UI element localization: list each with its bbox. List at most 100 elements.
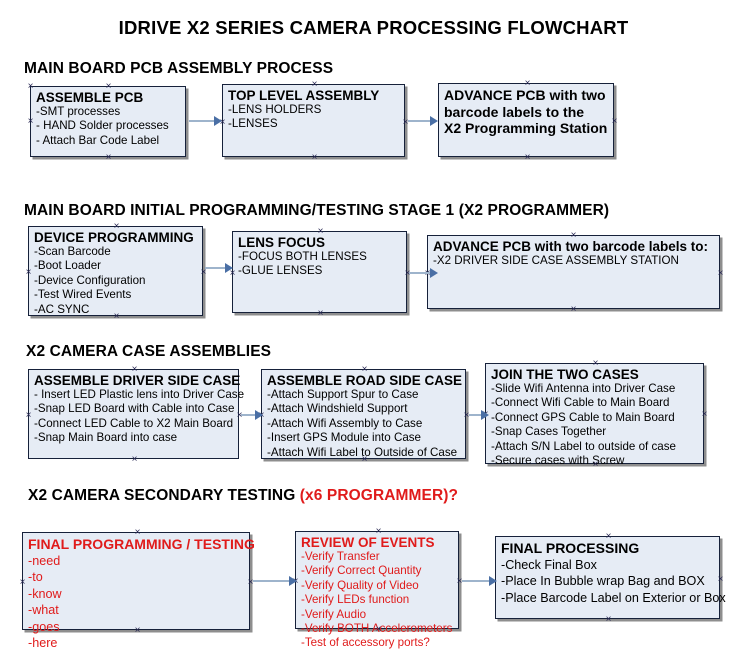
resize-handle-s[interactable] — [133, 626, 142, 635]
node-review-of-events[interactable]: REVIEW OF EVENTS -Verify Transfer -Verif… — [295, 531, 459, 649]
resize-handle-n[interactable] — [130, 365, 139, 374]
resize-handle-e[interactable] — [401, 118, 410, 127]
node-top-level-assembly[interactable]: TOP LEVEL ASSEMBLY -LENS HOLDERS -LENSES — [222, 84, 405, 157]
node-assemble-pcb[interactable]: ASSEMBLE PCB -SMT processes - HAND Solde… — [30, 86, 186, 157]
node-line: -Place In Bubble wrap Bag and BOX — [501, 574, 705, 588]
resize-handle-n[interactable] — [604, 532, 613, 541]
node-device-programming[interactable]: DEVICE PROGRAMMING -Scan Barcode -Boot L… — [28, 226, 203, 316]
section-heading-4-accent: (x6 PROGRAMMER)? — [299, 487, 459, 504]
resize-handle-n[interactable] — [523, 79, 532, 88]
node-line: -what — [28, 603, 59, 617]
node-assemble-driver-side-case[interactable]: ASSEMBLE DRIVER SIDE CASE - Insert LED P… — [28, 369, 245, 459]
section-heading-3: X2 CAMERA CASE ASSEMBLIES — [26, 343, 271, 361]
resize-handle-n[interactable] — [133, 528, 142, 537]
node-line: -Attach Wifi Label to Outside of Case — [267, 445, 458, 459]
resize-handle-s[interactable] — [374, 625, 383, 634]
resize-handle-e[interactable] — [716, 269, 725, 278]
resize-handle-s[interactable] — [310, 153, 319, 162]
resize-handle-w[interactable] — [218, 118, 227, 127]
resize-handle-n[interactable] — [591, 359, 600, 368]
resize-handle-s[interactable] — [523, 153, 532, 162]
resize-handle-e[interactable] — [403, 269, 412, 278]
node-line: -Check Final Box — [501, 557, 597, 572]
resize-handle-s[interactable] — [569, 305, 578, 314]
resize-handle-w[interactable] — [423, 269, 432, 278]
resize-handle-e[interactable] — [199, 268, 208, 277]
resize-handle-nw[interactable] — [26, 82, 35, 91]
resize-handle-e[interactable] — [235, 411, 244, 420]
node-line: - Attach Bar Code Label — [36, 133, 160, 147]
node-line: -Snap Cases Together — [491, 425, 607, 439]
node-line: -Test Wired Events — [34, 288, 132, 302]
resize-handle-n[interactable] — [112, 222, 121, 231]
node-line: -Verify LEDs function — [301, 593, 410, 607]
resize-handle-w[interactable] — [18, 578, 27, 587]
resize-handle-s[interactable] — [316, 309, 325, 318]
node-title: DEVICE PROGRAMMING — [34, 230, 194, 245]
resize-handle-w[interactable] — [257, 411, 266, 420]
node-assemble-road-side-case[interactable]: ASSEMBLE ROAD SIDE CASE -Attach Support … — [261, 369, 466, 459]
resize-handle-e[interactable] — [246, 578, 255, 587]
resize-handle-w[interactable] — [481, 410, 490, 419]
resize-handle-s[interactable] — [112, 312, 121, 321]
resize-handle-s[interactable] — [360, 455, 369, 464]
node-line: -need — [28, 553, 61, 568]
resize-handle-w[interactable] — [24, 411, 33, 420]
node-line: -GLUE LENSES — [238, 264, 323, 278]
resize-handle-n[interactable] — [360, 365, 369, 374]
resize-handle-n[interactable] — [569, 231, 578, 240]
node-subtitle: barcode labels to the — [444, 103, 585, 120]
node-title: JOIN THE TWO CASES — [491, 367, 639, 382]
node-line: -here — [28, 636, 58, 650]
node-title: FINAL PROCESSING — [501, 540, 640, 556]
node-line: -Attach Support Spur to Case — [267, 388, 419, 401]
node-title: ADVANCE PCB with two barcode labels to: — [433, 239, 709, 254]
resize-handle-e[interactable] — [462, 411, 471, 420]
node-final-programming-testing[interactable]: FINAL PROGRAMMING / TESTING -need -to -k… — [22, 532, 255, 650]
resize-handle-s[interactable] — [591, 460, 600, 469]
node-join-the-two-cases[interactable]: JOIN THE TWO CASES -Slide Wifi Antenna i… — [485, 363, 704, 467]
resize-handle-w[interactable] — [291, 577, 300, 586]
node-advance-pcb-case-assembly-station[interactable]: ADVANCE PCB with two barcode labels to: … — [427, 235, 720, 309]
resize-handle-e[interactable] — [716, 575, 725, 584]
node-line: -Slide Wifi Antenna into Driver Case — [491, 382, 676, 395]
node-line: -to — [28, 570, 43, 584]
resize-handle-n[interactable] — [104, 82, 113, 91]
node-lens-focus[interactable]: LENS FOCUS -FOCUS BOTH LENSES -GLUE LENS… — [232, 231, 407, 313]
node-title: LENS FOCUS — [238, 235, 326, 250]
node-title: REVIEW OF EVENTS — [301, 535, 435, 550]
resize-handle-w[interactable] — [228, 269, 237, 278]
resize-handle-e[interactable] — [455, 577, 464, 586]
node-line: -Connect Wifi Cable to Main Board — [491, 396, 670, 410]
node-final-processing[interactable]: FINAL PROCESSING -Check Final Box -Place… — [495, 536, 726, 619]
node-line-overflow: -Test of accessory ports? — [301, 636, 430, 650]
section-heading-2: MAIN BOARD INITIAL PROGRAMMING/TESTING S… — [24, 202, 609, 220]
resize-handle-e[interactable] — [700, 410, 709, 419]
node-line: -Verify Audio — [301, 607, 367, 621]
node-line: - Insert LED Plastic lens into Driver Ca… — [34, 388, 245, 401]
node-line: -Verify Correct Quantity — [301, 564, 422, 578]
resize-handle-s[interactable] — [130, 455, 139, 464]
resize-handle-n[interactable] — [374, 527, 383, 536]
resize-handle-s[interactable] — [104, 153, 113, 162]
node-line: -Insert GPS Module into Case — [267, 431, 422, 445]
resize-handle-n[interactable] — [316, 227, 325, 236]
node-advance-pcb-programming-station[interactable]: ADVANCE PCB with two barcode labels to t… — [438, 83, 614, 157]
node-title: FINAL PROGRAMMING / TESTING — [28, 536, 255, 552]
node-line: -Scan Barcode — [34, 245, 111, 258]
resize-handle-w[interactable] — [24, 268, 33, 277]
resize-handle-n[interactable] — [310, 80, 319, 89]
node-line: -FOCUS BOTH LENSES — [238, 250, 367, 263]
node-line: -goes — [28, 619, 60, 634]
resize-handle-e[interactable] — [610, 117, 619, 126]
node-line: -Device Configuration — [34, 273, 146, 287]
resize-handle-w[interactable] — [26, 117, 35, 126]
section-heading-1-text: MAIN BOARD PCB ASSEMBLY PROCESS — [24, 60, 334, 77]
node-line: -SMT processes — [36, 105, 121, 118]
section-heading-1: MAIN BOARD PCB ASSEMBLY PROCESS — [24, 60, 333, 78]
section-heading-4-text: X2 CAMERA SECONDARY TESTING — [28, 487, 300, 504]
node-line: -Place Barcode Label on Exterior or Box — [501, 590, 726, 605]
node-title: ASSEMBLE ROAD SIDE CASE — [267, 373, 463, 388]
resize-handle-s[interactable] — [604, 615, 613, 624]
